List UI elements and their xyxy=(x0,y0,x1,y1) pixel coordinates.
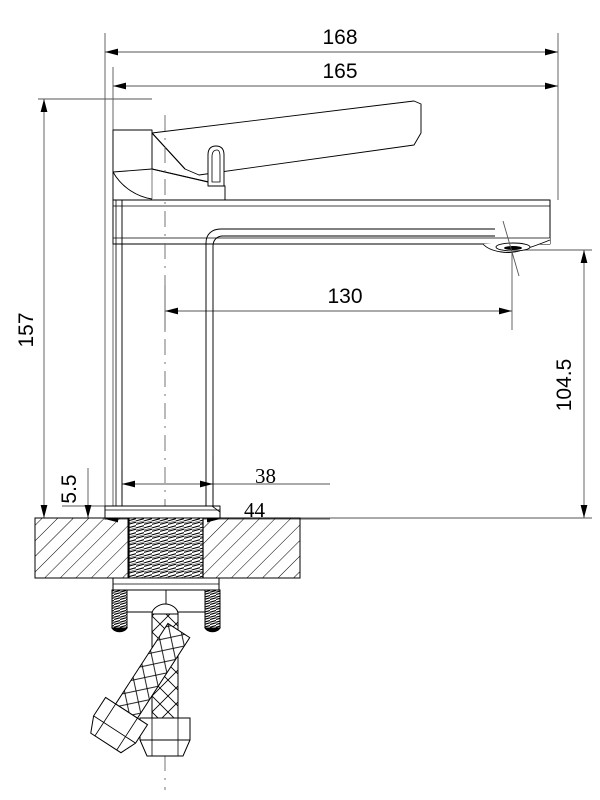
dim-label-130: 130 xyxy=(327,285,362,308)
threaded-shank xyxy=(128,517,204,579)
braided-hose-right xyxy=(90,622,191,754)
aerator-leader-line xyxy=(502,220,520,277)
dim-label-44: 44 xyxy=(244,498,266,522)
faucet-assembly xyxy=(104,100,551,790)
handle-cam-lug xyxy=(207,145,225,187)
hose-cap-left xyxy=(151,603,179,615)
aerator-outlet xyxy=(495,242,531,252)
riser-column xyxy=(115,200,123,508)
dim-label-157: 157 xyxy=(15,312,38,347)
spout-arm xyxy=(205,228,495,510)
dimension-lines xyxy=(40,48,588,523)
dim-label-168: 168 xyxy=(322,26,357,49)
base-flange xyxy=(104,505,221,519)
mounting-hardware xyxy=(111,577,221,633)
dim-label-104p5: 104.5 xyxy=(553,359,576,412)
dim-label-165: 165 xyxy=(322,60,357,83)
supply-hoses xyxy=(90,603,191,757)
dim-label-38: 38 xyxy=(255,464,276,488)
mixer-body xyxy=(112,199,551,245)
dim-label-5p5: 5.5 xyxy=(58,474,81,503)
